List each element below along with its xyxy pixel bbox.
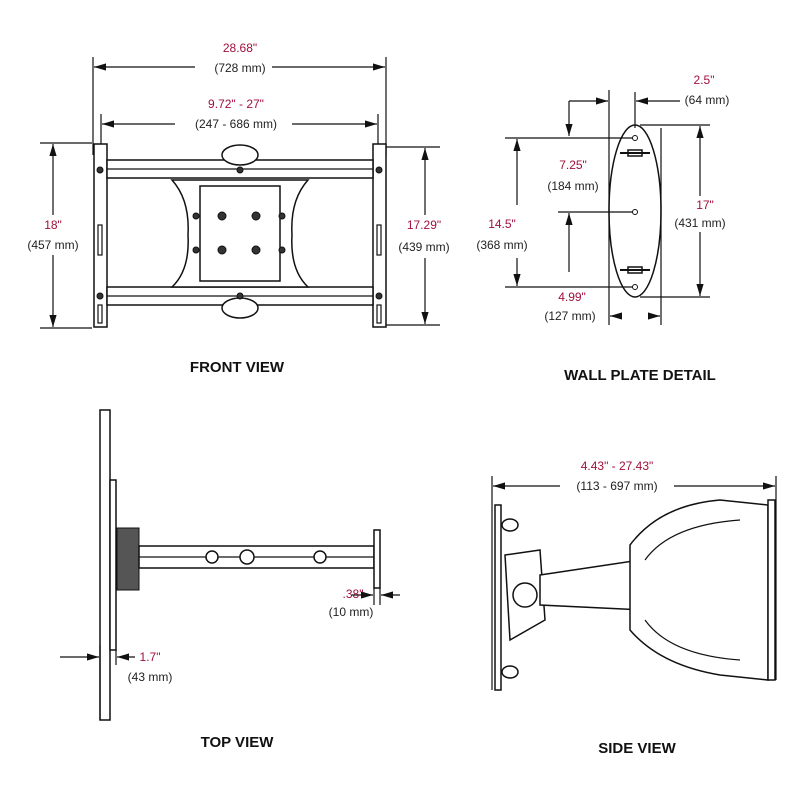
half-spacing-mm: (184 mm) [545,179,601,193]
extension-mm: (113 - 697 mm) [574,479,660,493]
bracket-depth-inches: 1.7" [139,650,161,664]
half-spacing-inches: 7.25" [559,158,587,172]
offset-inches: 2.5" [693,73,715,87]
plate-thickness-mm: (10 mm) [326,605,376,619]
top-view-title: TOP VIEW [200,734,274,751]
side-view-drawing [491,476,777,691]
wall-plate-drawing [505,90,710,325]
offset-mm: (64 mm) [682,93,732,107]
plate-thickness-inches: .38" [342,587,364,601]
side-view-title: SIDE VIEW [598,740,676,757]
bracket-height-mm: (457 mm) [25,238,81,252]
rail-range-inches: 9.72" - 27" [208,97,264,111]
extension-inches: 4.43" - 27.43" [580,459,654,473]
bracket-depth-mm: (43 mm) [125,670,175,684]
mount-height-inches: 17.29" [406,218,442,232]
hole-spacing-mm: (368 mm) [474,238,530,252]
mount-height-mm: (439 mm) [396,240,452,254]
plate-height-inches: 17" [696,198,714,212]
rail-range-mm: (247 - 686 mm) [192,117,280,131]
overall-width-inches: 28.68" [222,41,258,55]
top-view-drawing [60,409,400,721]
wall-plate-title: WALL PLATE DETAIL [564,367,716,384]
front-view-title: FRONT VIEW [189,359,285,376]
hole-spacing-inches: 14.5" [488,217,516,231]
front-view-drawing [40,57,440,329]
plate-width-inches: 4.99" [558,290,586,304]
bracket-height-inches: 18" [44,218,62,232]
plate-width-mm: (127 mm) [542,309,598,323]
overall-width-mm: (728 mm) [212,61,268,75]
plate-height-mm: (431 mm) [672,216,728,230]
